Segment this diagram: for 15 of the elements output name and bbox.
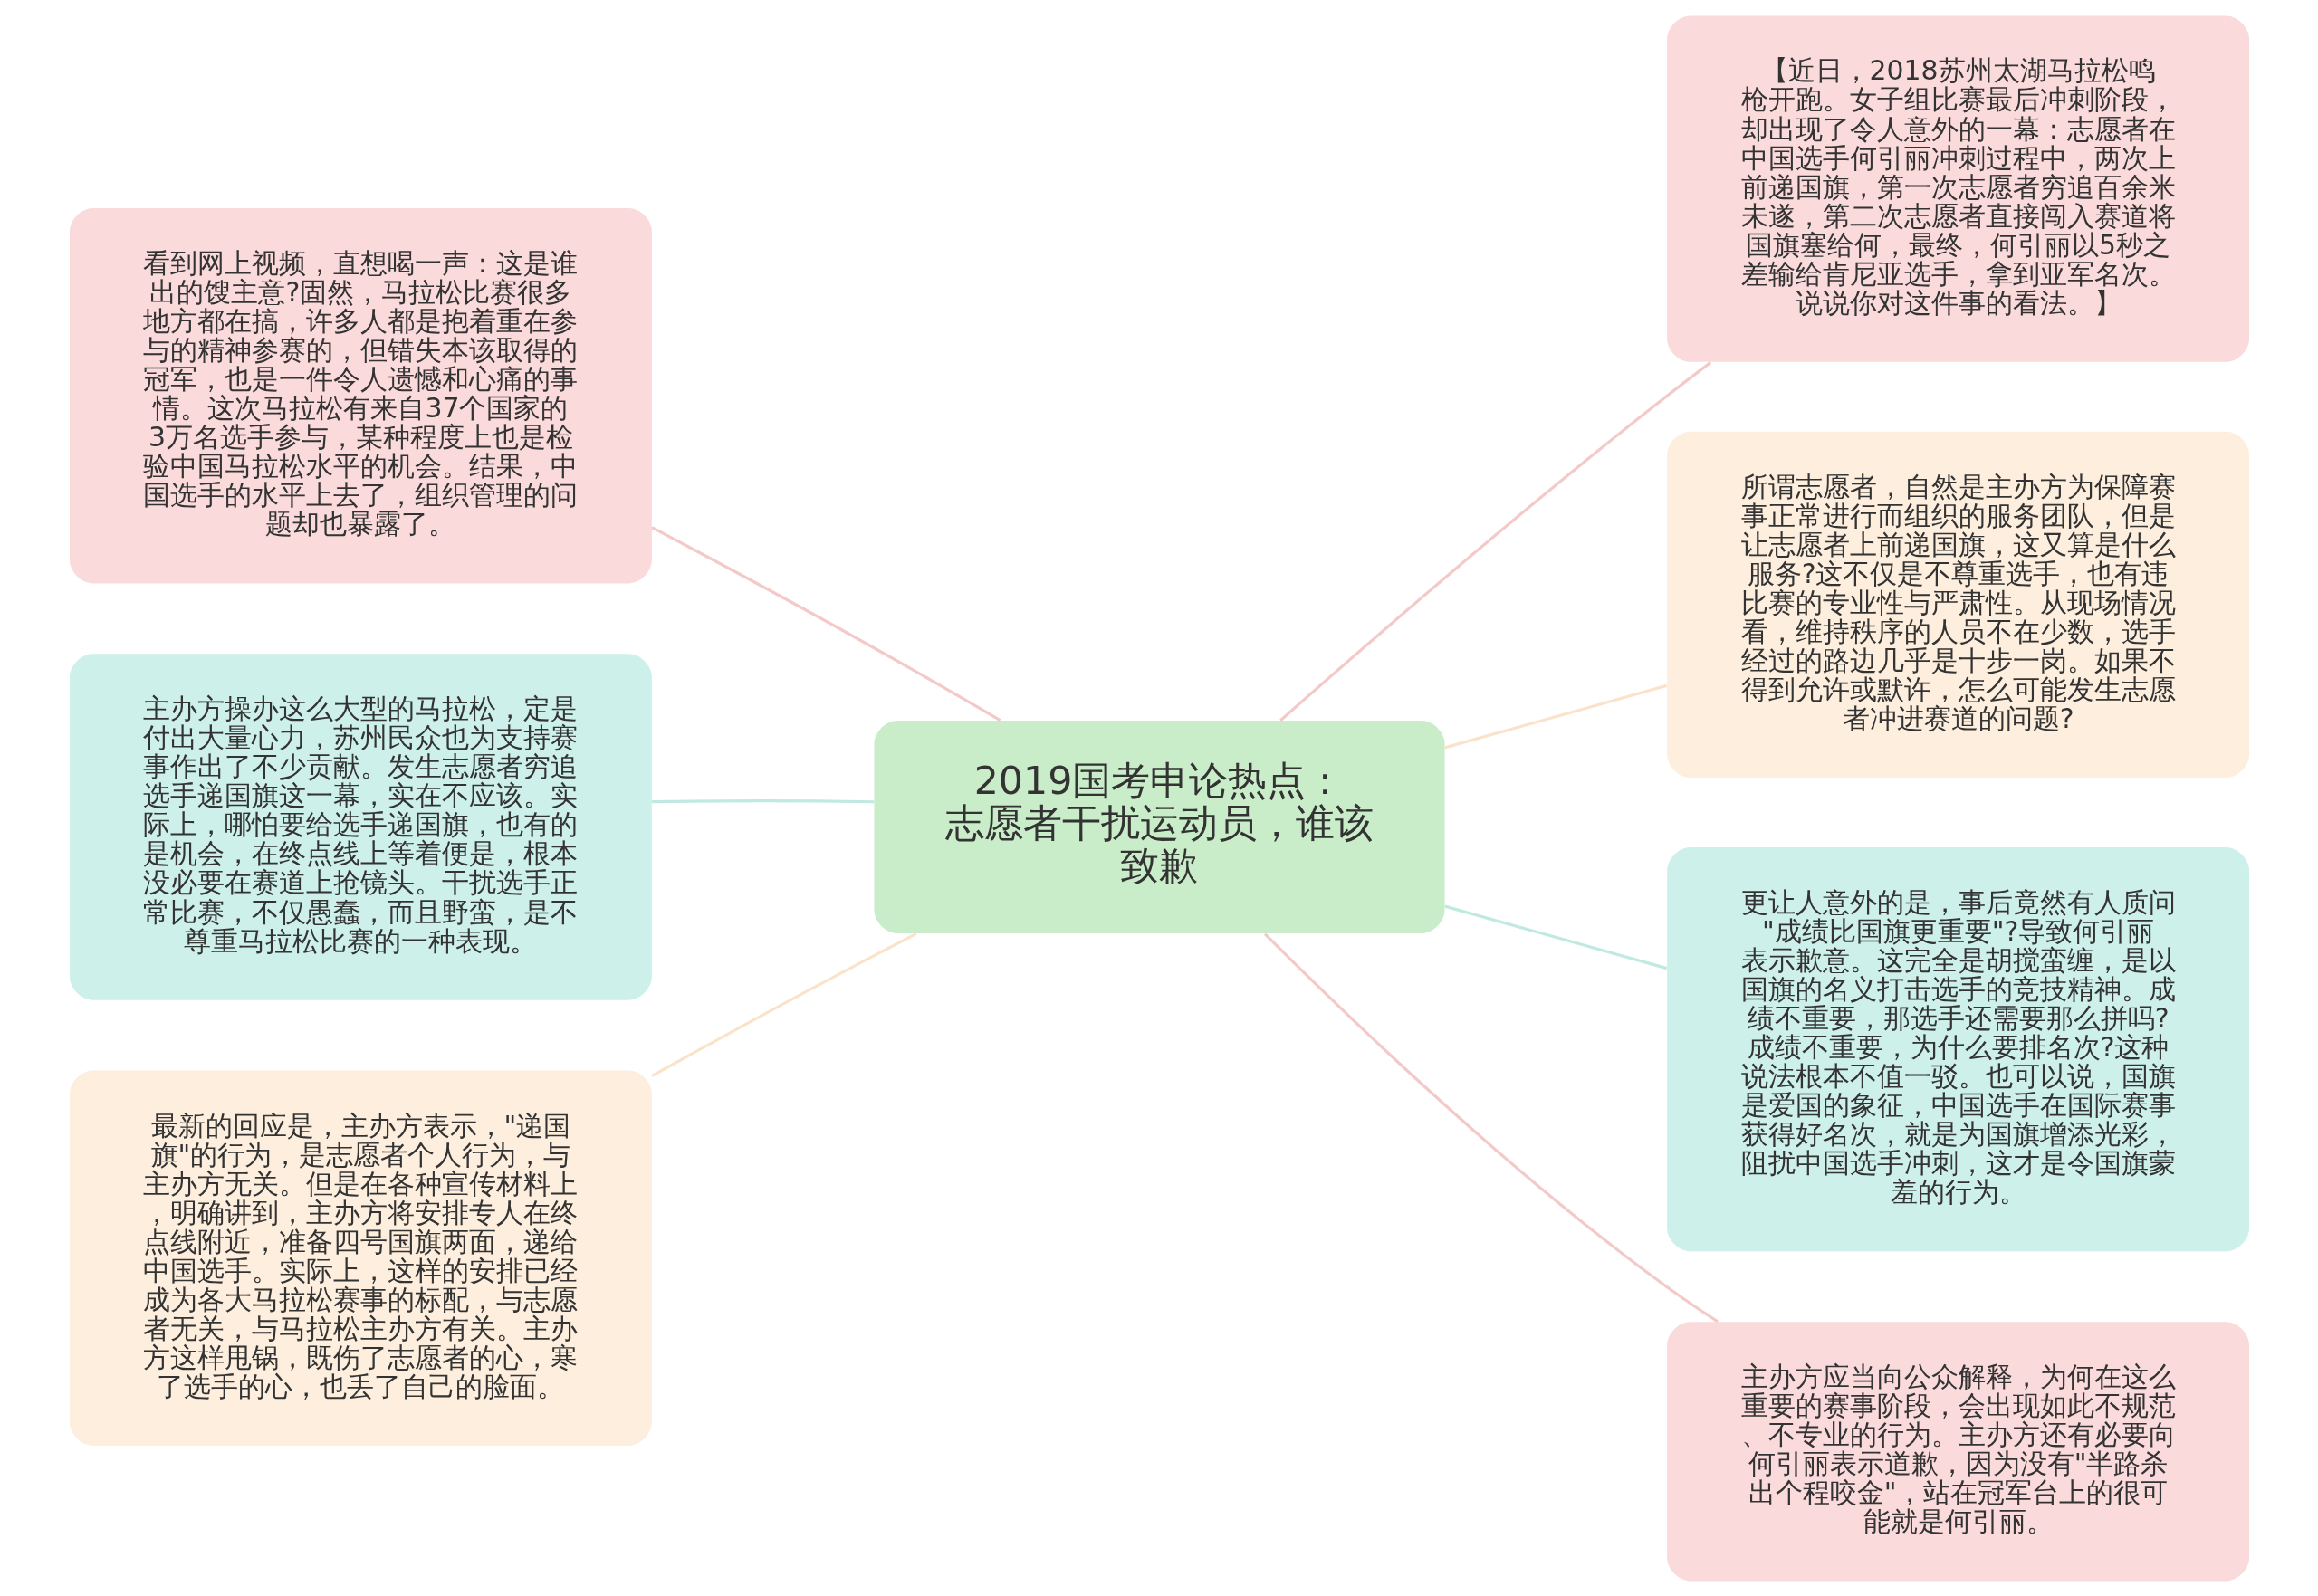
- node-box: 更让人意外的是，事后竟然有人质问"成绩比国旗更重要"?导致何引丽表示歉意。这完全是胡搅蛮缠，是以国旗的名义打击选手的竞技精神。成绩不重要，那选手还需要那么拼吗?成绩不重要，为什么要排名次?这种说法根本不值一驳。也可以说，国旗是爱国的象征，中国选手在国际赛事获得好名次，就是为国旗增添光彩，阻扰中国选手冲刺，这才是令国旗蒙羞的行为。: [1666, 846, 2249, 1251]
- connector: [1443, 904, 1667, 970]
- node-box: 主办方应当向公众解释，为何在这么重要的赛事阶段，会出现如此不规范、不专业的行为。主办方还有必要向何引丽表示道歉，因为没有"半路杀出个程咬金"，站在冠军台上的很可能就是何引丽。: [1666, 1321, 2249, 1581]
- connector: [650, 932, 917, 1077]
- node-box: 最新的回应是，主办方表示，"递国旗"的行为，是志愿者个人行为，与主办方无关。但是在各种宣传材料上，明确讲到，主办方将安排专人在终点线附近，准备四号国旗两面，递给中国选手。实际上，这样的安排已经成为各大马拉松赛事的标配，与志愿者无关，与马拉松主办方有关。主办方这样甩锅，既伤了志愿者的心，寒了选手的心，也丢了自己的脸面。: [69, 1070, 652, 1446]
- node-box: 2019国考申论热点：志愿者干扰运动员，谁该致歉: [873, 720, 1445, 933]
- connector: [1279, 360, 1711, 722]
- connector: [1443, 683, 1667, 749]
- node-box: 看到网上视频，直想喝一声：这是谁出的馊主意?固然，马拉松比赛很多地方都在搞，许多人都是抱着重在参与的精神参赛的，但错失本该取得的冠军，也是一件令人遗憾和心痛的事情。这次马拉松有来自37个国家的3万名选手参与，某种程度上也是检验中国马拉松水平的机会。结果，中国选手的水平上去了，组织管理的问题却也暴露了。: [69, 207, 652, 583]
- node-box: 所谓志愿者，自然是主办方为保障赛事正常进行而组织的服务团队，但是让志愿者上前递国旗，这又算是什么服务?这不仅是不尊重选手，也有违比赛的专业性与严肃性。从现场情况看，维持秩序的人员不在少数，选手经过的路边几乎是十步一岗。如果不得到允许或默许，怎么可能发生志愿者冲进赛道的问题?: [1666, 431, 2249, 778]
- node-box: 【近日，2018苏州太湖马拉松鸣枪开跑。女子组比赛最后冲刺阶段，却出现了令人意外的一幕：志愿者在中国选手何引丽冲刺过程中，两次上前递国旗，第一次志愿者穷追百余米未遂，第二次志愿者直接闯入赛道将国旗塞给何，最终，何引丽以5秒之差输给肯尼亚选手，拿到亚军名次。说说你对这件事的看法。】: [1666, 15, 2249, 362]
- connector: [650, 525, 1001, 722]
- node-box: 主办方操办这么大型的马拉松，定是付出大量心力，苏州民众也为支持赛事作出了不少贡献。发生志愿者穷追选手递国旗这一幕，实在不应该。实际上，哪怕要给选手递国旗，也有的是机会，在终点线上等着便是，根本没必要在赛道上抢镜头。干扰选手正常比赛，不仅愚蠢，而且野蛮，是不尊重马拉松比赛的一种表现。: [69, 653, 652, 1000]
- connector: [1263, 932, 1719, 1323]
- connector: [651, 798, 874, 803]
